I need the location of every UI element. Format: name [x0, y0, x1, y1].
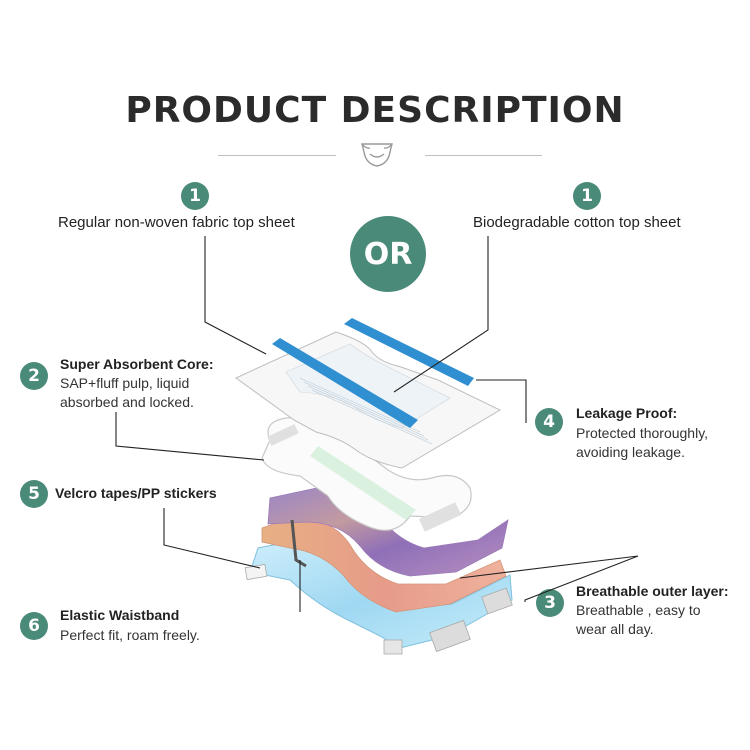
callout-3-desc-line1: Breathable , easy to: [576, 602, 701, 618]
breathable-outer-layer: [244, 539, 513, 655]
callout-badge-1-left: 1: [181, 182, 209, 210]
callout-badge-5: 5: [20, 480, 48, 508]
callout-4-desc-line1: Protected thoroughly,: [576, 425, 709, 441]
callout-3-desc-line2: wear all day.: [576, 621, 654, 637]
callout-badge-1-right: 1: [573, 182, 601, 210]
callout-badge-3: 3: [536, 589, 564, 617]
absorbent-pulp-layer: [267, 485, 509, 577]
callout-4-title: Leakage Proof:: [576, 405, 678, 421]
callout-2-title: Super Absorbent Core:: [60, 356, 214, 372]
callout-1-left-label: Regular non-woven fabric top sheet: [58, 214, 295, 231]
callout-badge-2: 2: [20, 362, 48, 390]
callout-6-desc-line1: Perfect fit, roam freely.: [60, 627, 200, 643]
callout-6-title: Elastic Waistband: [60, 607, 180, 623]
title-divider-left: [218, 155, 336, 156]
callout-3-title: Breathable outer layer:: [576, 583, 729, 599]
callout-1-right-label: Biodegradable cotton top sheet: [473, 214, 681, 231]
callout-2-desc-line2: absorbed and locked.: [60, 394, 194, 410]
leakage-proof-layer: [261, 515, 507, 613]
callout-badge-4: 4: [535, 408, 563, 436]
super-absorbent-core: [261, 417, 472, 532]
callout-4-desc-line2: avoiding leakage.: [576, 444, 685, 460]
page-title: PRODUCT DESCRIPTION: [125, 90, 625, 131]
callout-5-title: Velcro tapes/PP stickers: [55, 485, 217, 501]
title-divider-right: [425, 155, 542, 156]
callout-2-desc-line1: SAP+fluff pulp, liquid: [60, 375, 190, 391]
callout-badge-6: 6: [20, 612, 48, 640]
top-sheet-layer: [235, 331, 502, 469]
leg-cuff-stripes: [272, 318, 474, 428]
or-circle: OR: [350, 216, 426, 292]
